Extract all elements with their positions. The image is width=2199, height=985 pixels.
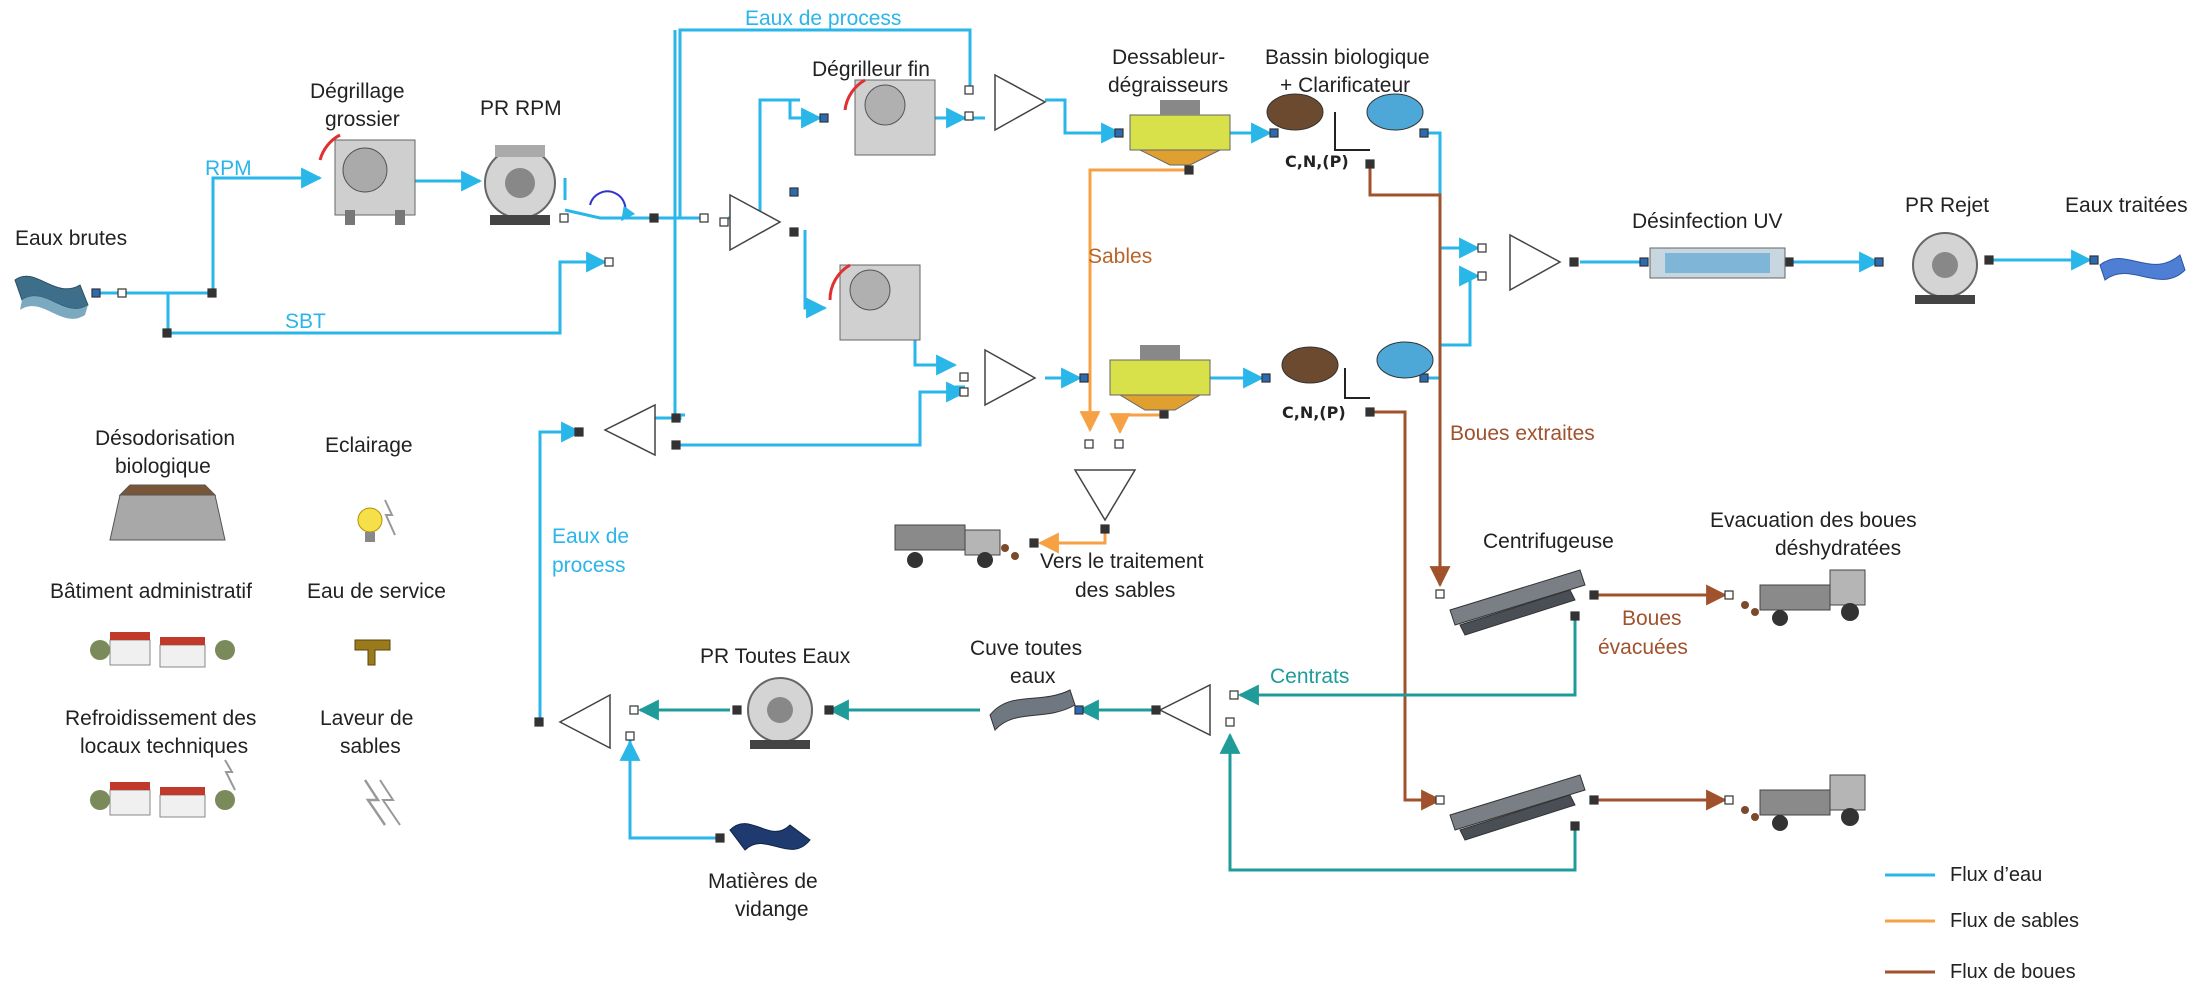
raw-water-inlet-icon <box>14 275 89 319</box>
label-pr-toutes-eaux: PR Toutes Eaux <box>700 645 851 668</box>
label-eaux-process-top: Eaux de process <box>745 7 901 30</box>
label-boues-evacuees-1: Boues <box>1622 607 1682 630</box>
label-cnp-top: C,N,(P) <box>1285 152 1349 171</box>
label-bassin-2: + Clarificateur <box>1280 74 1410 97</box>
return-flow-lines <box>637 615 1577 872</box>
centrifuge-bottom-icon <box>1449 774 1586 841</box>
sludge-truck-bottom-icon <box>1741 774 1866 831</box>
label-bassin-1: Bassin biologique <box>1265 46 1430 69</box>
fine-screen-bottom-icon <box>828 263 921 341</box>
label-matieres-1: Matières de <box>708 870 818 893</box>
label-refroidissement-2: locaux techniques <box>80 735 248 758</box>
sand-flow-lines <box>1037 168 1185 554</box>
utility-admin-building-icon <box>90 632 235 668</box>
storage-tank-icon <box>989 689 1076 731</box>
merger-toutes-eaux <box>558 693 611 750</box>
label-vers-traitement-2: des sables <box>1075 579 1175 602</box>
label-cnp-bottom: C,N,(P) <box>1282 403 1346 422</box>
utility-labels: Désodorisation biologique Eclairage Bâti… <box>50 427 446 758</box>
label-eaux-traitees: Eaux traitées <box>2065 194 2188 217</box>
utility-deodorization-icon <box>109 484 226 541</box>
label-eau-service: Eau de service <box>307 580 446 603</box>
label-degrilleur-fin: Dégrilleur fin <box>812 58 930 81</box>
utility-cooling-icon <box>90 759 236 818</box>
label-vers-traitement-1: Vers le traitement <box>1040 550 1204 573</box>
sand-truck-icon <box>894 524 1019 568</box>
pump-rpm-icon <box>484 145 556 225</box>
utility-lighting-icon <box>357 499 396 542</box>
label-sbt: SBT <box>285 310 326 333</box>
label-pr-rpm: PR RPM <box>480 97 562 120</box>
label-desodorisation-2: biologique <box>115 455 211 478</box>
label-cuve-1: Cuve toutes <box>970 637 1082 660</box>
label-eaux-brutes: Eaux brutes <box>15 227 127 250</box>
sand-merger <box>1073 469 1137 522</box>
grit-removal-bottom-icon <box>1109 345 1211 411</box>
label-laveur-2: sables <box>340 735 401 758</box>
label-evacuation-1: Evacuation des boues <box>1710 509 1917 532</box>
label-desodorisation-1: Désodorisation <box>95 427 235 450</box>
merger-fine-bottom <box>984 348 1037 407</box>
septage-inlet-icon <box>729 823 811 851</box>
sludge-truck-top-icon <box>1741 569 1866 626</box>
pump-rejet-icon <box>1912 232 1978 304</box>
uv-disinfection-icon <box>1649 247 1786 279</box>
centrifuge-top-icon <box>1449 569 1586 636</box>
grit-removal-top-icon <box>1129 100 1231 166</box>
label-matieres-2: vidange <box>735 898 809 921</box>
rotation-icon <box>589 190 636 222</box>
label-laveur-1: Laveur de <box>320 707 413 730</box>
merger-fine-top <box>994 73 1047 132</box>
sludge-flow-lines <box>1368 165 1728 811</box>
bio-basin-top-icon <box>1266 93 1424 151</box>
label-boues-extraites: Boues extraites <box>1450 422 1595 445</box>
label-eclairage: Eclairage <box>325 434 413 457</box>
label-batiment: Bâtiment administratif <box>50 580 252 603</box>
label-degrillage-1: Dégrillage <box>310 80 405 103</box>
merger-uv <box>1509 233 1562 292</box>
splitter-1 <box>729 193 782 252</box>
fine-screen-top-icon <box>843 78 936 156</box>
splitter-process <box>603 403 656 457</box>
merger-centrats <box>1158 683 1211 737</box>
utility-service-water-icon <box>354 639 391 666</box>
label-cuve-2: eaux <box>1010 665 1056 688</box>
treated-water-outlet-icon <box>2099 254 2186 281</box>
label-eaux-process-left-1: Eaux de <box>552 525 629 548</box>
bio-basin-bottom-icon <box>1281 341 1434 399</box>
legend-sand-label: Flux de sables <box>1950 910 2079 932</box>
pump-toutes-eaux-icon <box>747 677 813 749</box>
label-centrifugeuse: Centrifugeuse <box>1483 530 1614 553</box>
legend-sludge-label: Flux de boues <box>1950 961 2076 983</box>
label-dessableur-1: Dessableur- <box>1112 46 1225 69</box>
label-degrillage-2: grossier <box>325 108 400 131</box>
label-desinfection: Désinfection UV <box>1632 210 1783 233</box>
label-centrats: Centrats <box>1270 665 1349 688</box>
label-refroidissement-1: Refroidissement des <box>65 707 256 730</box>
legend-water-label: Flux d’eau <box>1950 864 2042 886</box>
label-rpm: RPM <box>205 157 252 180</box>
label-eaux-process-left-2: process <box>552 554 626 577</box>
junction-triangles <box>558 73 1562 750</box>
utility-sand-washer-icon <box>363 779 401 826</box>
legend: Flux d’eau Flux de sables Flux de boues <box>1885 864 2079 983</box>
label-boues-evacuees-2: évacuées <box>1598 636 1688 659</box>
coarse-screen-icon <box>318 133 416 225</box>
label-sables: Sables <box>1088 245 1152 268</box>
label-dessableur-2: dégraisseurs <box>1108 74 1228 97</box>
label-pr-rejet: PR Rejet <box>1905 194 1989 217</box>
process-labels: Eaux brutes RPM SBT Dégrillage grossier … <box>15 7 2188 921</box>
label-evacuation-2: déshydratées <box>1775 537 1901 560</box>
